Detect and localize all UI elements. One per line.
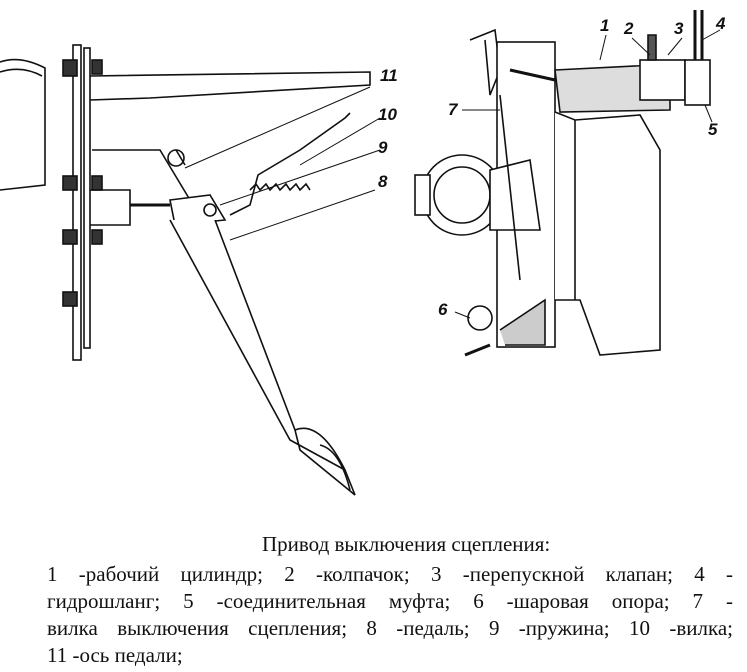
caption-line: 1 -рабочий цилиндр; 2 -колпачок; 3 -пере… xyxy=(47,562,733,586)
caption-line: вилка выключения сцепления; 8 -педаль; 9… xyxy=(47,616,733,640)
label-7: 7 xyxy=(448,100,458,119)
label-3: 3 xyxy=(674,19,684,38)
caption-line: 11 -ось педали; xyxy=(47,643,183,667)
label-4: 4 xyxy=(716,14,726,33)
label-9: 9 xyxy=(378,138,388,157)
leader-lines xyxy=(454,29,721,319)
label-5: 5 xyxy=(708,120,718,139)
label-6: 6 xyxy=(438,300,448,319)
label-11: 11 xyxy=(380,66,398,85)
label-2: 2 xyxy=(624,19,634,38)
caption-line: гидрошланг; 5 -соединительная муфта; 6 -… xyxy=(47,589,733,613)
caption-title: Привод выключения сцепления: xyxy=(262,532,551,556)
label-1: 1 xyxy=(600,16,610,35)
label-10: 10 xyxy=(378,105,397,124)
label-8: 8 xyxy=(378,172,388,191)
clutch-drive-drawing xyxy=(0,10,721,496)
clutch-assembly xyxy=(414,10,711,357)
pedal-assembly xyxy=(0,44,381,496)
